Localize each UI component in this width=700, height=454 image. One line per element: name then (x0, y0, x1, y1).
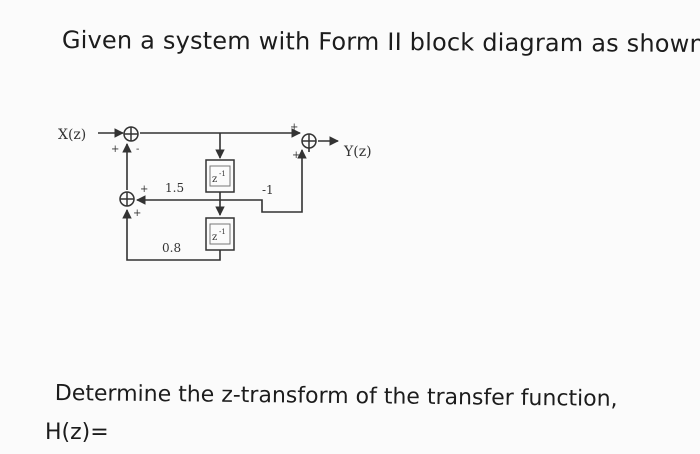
output-summing-junction (301, 133, 317, 149)
output-sum-sign-bottom: + (292, 150, 300, 161)
left-summing-junction (119, 191, 135, 207)
answer-prompt: H(z)= (45, 420, 109, 445)
svg-text:-1: -1 (219, 228, 226, 236)
input-summing-junction (123, 126, 139, 142)
svg-text:z: z (212, 232, 217, 243)
output-sum-sign-left: + (290, 122, 298, 133)
svg-text:-1: -1 (219, 170, 226, 178)
gain-0-8-branch (122, 209, 221, 261)
delay-block-2: z -1 (205, 217, 235, 251)
left-sum-sign-top: + (140, 184, 148, 195)
gain-label-1-5: 1.5 (165, 181, 184, 195)
gain-minus-1-branch (220, 149, 307, 213)
delay-block-1: z -1 (205, 159, 235, 193)
input-label: X(z) (58, 127, 86, 143)
svg-text:z: z (212, 174, 217, 185)
input-sum-sign-plus: + (111, 144, 119, 155)
output-label: Y(z) (343, 144, 372, 160)
gain-label-0-8: 0.8 (162, 241, 181, 255)
left-sum-sign-bottom: + (133, 208, 141, 219)
gain-label-minus-1: -1 (262, 183, 274, 197)
input-sum-sign-minus: - (136, 144, 139, 155)
